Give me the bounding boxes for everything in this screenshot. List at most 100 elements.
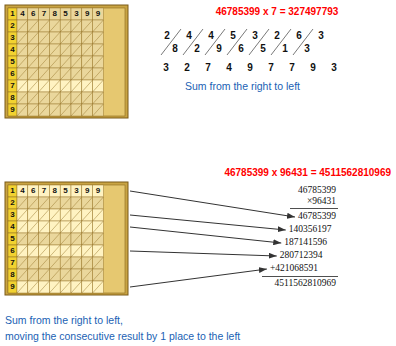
- cell-diagonal: [93, 197, 104, 209]
- bone-digit: 9: [96, 10, 100, 18]
- bone-digit: 8: [53, 10, 57, 18]
- cell-diagonal: [93, 281, 104, 293]
- cell-diagonal: [39, 80, 50, 92]
- cell-diagonal: [39, 104, 50, 116]
- cell-diagonal: [17, 209, 28, 221]
- row-arrow: [130, 269, 267, 287]
- strip-digit: 3: [318, 31, 324, 41]
- cell-diagonal: [49, 197, 60, 209]
- bone-cell: [60, 8, 71, 20]
- bone-cell: [17, 209, 28, 221]
- bone-cell: [93, 221, 104, 233]
- cell-diagonal: [93, 245, 104, 257]
- bone-cell: [17, 68, 28, 80]
- bone-cell: [82, 92, 93, 104]
- cell-diagonal: [82, 269, 93, 281]
- bone-cell: [17, 92, 28, 104]
- bone-cell: [39, 80, 50, 92]
- bone-cell: [28, 44, 39, 56]
- cell-diagonal: [17, 197, 28, 209]
- index-cell: [8, 221, 17, 233]
- cell-diagonal: [60, 233, 71, 245]
- partial-product: 46785399: [298, 186, 336, 196]
- cell-diagonal: [49, 68, 60, 80]
- bone-cell: [82, 281, 93, 293]
- bone-cell: [71, 281, 82, 293]
- cell-diagonal: [17, 281, 28, 293]
- cell-diagonal: [93, 20, 104, 32]
- strip-slash: [271, 29, 291, 55]
- cell-diagonal: [49, 80, 60, 92]
- bone-cell: [17, 269, 28, 281]
- result-digit: 3: [163, 63, 169, 73]
- cell-diagonal: [17, 56, 28, 68]
- bone-cell: [28, 68, 39, 80]
- cell-diagonal: [49, 269, 60, 281]
- cell-diagonal: [82, 104, 93, 116]
- bone-digit: 9: [85, 10, 89, 18]
- bone-digit: 4: [20, 10, 24, 18]
- board-tray: [8, 185, 125, 293]
- bone-cell: [82, 44, 93, 56]
- bone-cell: [17, 56, 28, 68]
- cell-diagonal: [60, 269, 71, 281]
- bone-cell: [17, 257, 28, 269]
- cell-diagonal: [60, 80, 71, 92]
- bone-cell: [93, 20, 104, 32]
- index-cell: [8, 44, 17, 56]
- bone-cell: [28, 209, 39, 221]
- bone-cell: [82, 221, 93, 233]
- bone-cell: [28, 32, 39, 44]
- bone-cell: [82, 245, 93, 257]
- strip-digit: 9: [216, 44, 222, 54]
- bone-cell: [49, 32, 60, 44]
- bone-cell: [39, 104, 50, 116]
- strip-digit: 8: [172, 44, 178, 54]
- strip-slash: [293, 29, 313, 55]
- strip-digit: 6: [296, 31, 302, 41]
- bone-cell: [60, 209, 71, 221]
- row-number: 8: [10, 271, 14, 279]
- cell-diagonal: [71, 257, 82, 269]
- cell-diagonal: [82, 221, 93, 233]
- bone-cell: [28, 8, 39, 20]
- index-cell: [8, 104, 17, 116]
- bone-cell: [93, 257, 104, 269]
- bone-cell: [71, 269, 82, 281]
- partial-product: 140356197: [289, 225, 332, 235]
- sum-rule: [290, 208, 338, 209]
- bone-cell: [82, 257, 93, 269]
- bone-cell: [39, 269, 50, 281]
- cell-diagonal: [71, 68, 82, 80]
- bone-cell: [82, 20, 93, 32]
- bone-cell: [93, 245, 104, 257]
- bone-cell: [49, 92, 60, 104]
- bone-cell: [39, 197, 50, 209]
- cell-diagonal: [93, 68, 104, 80]
- row-number: 2: [10, 22, 14, 30]
- index-cell: [8, 209, 17, 221]
- cell-diagonal: [49, 245, 60, 257]
- cell-diagonal: [60, 104, 71, 116]
- bone-cell: [28, 269, 39, 281]
- partial-product: +421068591: [270, 264, 318, 274]
- result-digit: 7: [268, 63, 274, 73]
- bone-cell: [17, 8, 28, 20]
- bone-cell: [17, 221, 28, 233]
- bone-cell: [93, 209, 104, 221]
- bone-cell: [60, 80, 71, 92]
- cell-diagonal: [39, 197, 50, 209]
- cell-diagonal: [82, 281, 93, 293]
- bone-cell: [39, 8, 50, 20]
- napier-board: [5, 5, 128, 118]
- cell-diagonal: [39, 44, 50, 56]
- cell-diagonal: [28, 281, 39, 293]
- cell-diagonal: [28, 44, 39, 56]
- bone-cell: [49, 104, 60, 116]
- cell-diagonal: [28, 233, 39, 245]
- cell-diagonal: [39, 32, 50, 44]
- row-number: 7: [10, 82, 14, 90]
- bone-cell: [39, 245, 50, 257]
- index-cell: [8, 245, 17, 257]
- bone-cell: [28, 20, 39, 32]
